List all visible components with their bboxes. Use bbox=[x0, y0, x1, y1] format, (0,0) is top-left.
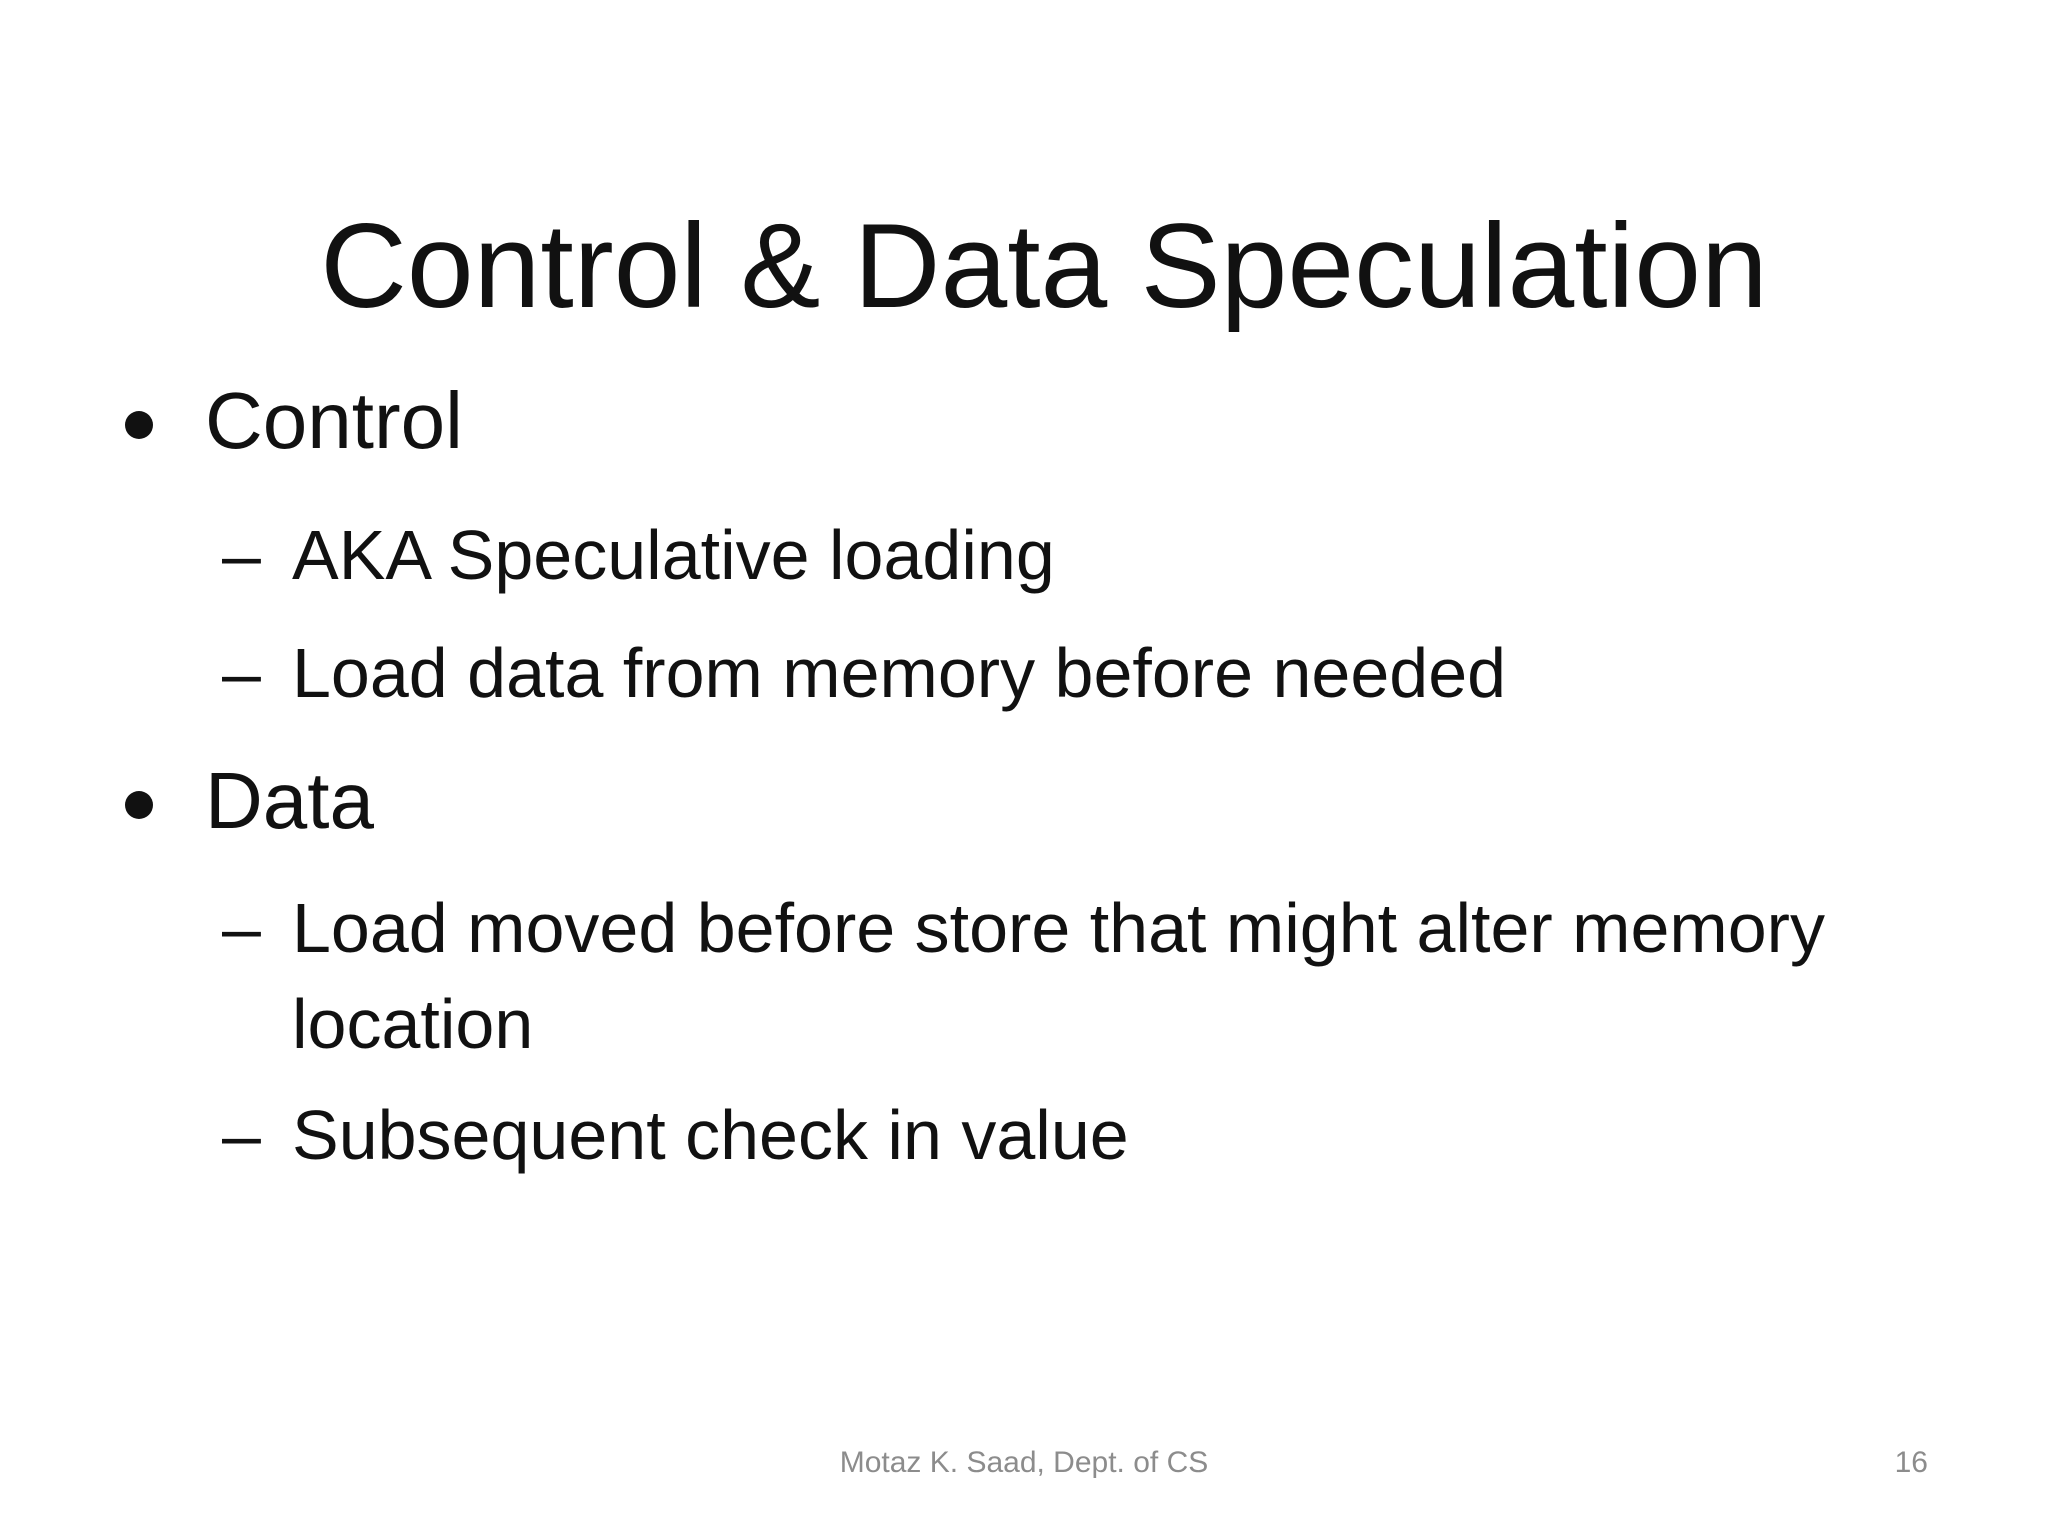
sub-bullet-item: – AKA Speculative loading bbox=[222, 507, 1055, 603]
bullet-item: Data bbox=[125, 747, 374, 855]
dash-icon: – bbox=[222, 634, 261, 712]
slide-title: Control & Data Speculation bbox=[320, 199, 1768, 334]
page-number: 16 bbox=[1894, 1446, 1928, 1479]
sub-bullet-text: Load moved before store that might alter… bbox=[292, 889, 1825, 1063]
sub-bullet-text: Load data from memory before needed bbox=[292, 634, 1507, 712]
dash-icon: – bbox=[222, 516, 261, 594]
bullet-icon bbox=[125, 791, 153, 819]
bullet-icon bbox=[125, 411, 153, 439]
bullet-label: Control bbox=[205, 376, 463, 465]
bullet-item: Control bbox=[125, 367, 463, 475]
sub-bullet-item: – Load moved before store that might alt… bbox=[222, 880, 1892, 1072]
sub-bullet-text: AKA Speculative loading bbox=[292, 516, 1055, 594]
footer-author: Motaz K. Saad, Dept. of CS bbox=[839, 1446, 1209, 1479]
sub-bullet-item: – Subsequent check in value bbox=[222, 1087, 1129, 1183]
sub-bullet-item: – Load data from memory before needed bbox=[222, 625, 1507, 721]
sub-bullet-text: Subsequent check in value bbox=[292, 1096, 1129, 1174]
dash-icon: – bbox=[222, 889, 261, 967]
bullet-label: Data bbox=[205, 756, 374, 845]
dash-icon: – bbox=[222, 1096, 261, 1174]
